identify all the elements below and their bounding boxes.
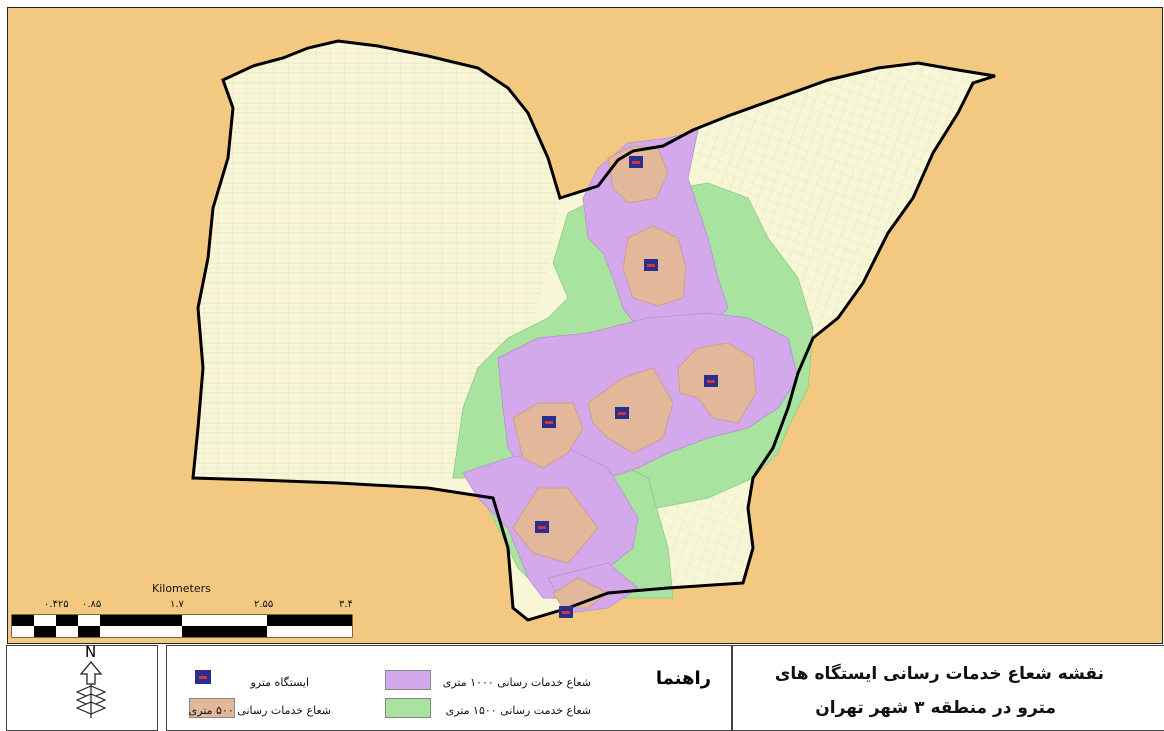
scale-tick-label: ۲.۵۵ (254, 599, 274, 610)
metro-stations[interactable] (535, 156, 718, 618)
legend-label-1000: شعاع خدمات رسانی ۱۰۰۰ متری (442, 676, 591, 689)
scale-unit-label: Kilometers (152, 582, 211, 595)
street-network (193, 41, 560, 483)
map-title-line2: مترو در منطقه ۳ شهر تهران (815, 698, 1056, 718)
scale-segment (100, 626, 182, 637)
legend-label-metro-station: ایستگاه مترو (250, 676, 309, 689)
metro-station-icon[interactable] (535, 521, 549, 533)
scale-tick-label: ۱.۷ (170, 599, 184, 610)
title-box: نقشه شعاع خدمات رسانی ایستگاه های مترو د… (732, 645, 1164, 731)
legend-label-1500: شعاع خدمت رسانی ۱۵۰۰ متری (445, 704, 591, 717)
scale-segment (182, 615, 267, 626)
legend-box: راهنما ایستگاه مترو شعاع خدمات رسانی ۵۰۰… (166, 645, 732, 731)
map-title-line1: نقشه شعاع خدمات رسانی ایستگاه های (774, 664, 1104, 684)
scale-segment (34, 626, 56, 637)
scale-tick-label: ۰.۸۵ (82, 599, 102, 610)
legend-swatch-500 (189, 698, 235, 718)
metro-station-icon[interactable] (629, 156, 643, 168)
legend-panel: N راهنما ایستگاه مترو شعاع خدمات رسانی ۵… (0, 643, 1164, 731)
district-boundary (191, 39, 996, 622)
street-network-south (648, 478, 753, 588)
north-arrow-icon (75, 660, 107, 718)
street-network-east (693, 63, 995, 338)
legend-swatch-1000 (385, 670, 431, 690)
north-letter: N (85, 643, 97, 661)
metro-station-icon[interactable] (615, 407, 629, 419)
map-canvas[interactable] (8, 8, 1162, 643)
legend-metro-station-icon (195, 670, 211, 684)
scale-segment (34, 615, 56, 626)
metro-station-icon[interactable] (542, 416, 556, 428)
scale-tick-label: ۰ (8, 599, 9, 610)
scale-segment (56, 626, 78, 637)
scale-bar (11, 614, 353, 638)
scale-tick-label: ۳.۴ (339, 599, 353, 610)
legend-swatch-1500 (385, 698, 431, 718)
scale-segment (12, 626, 34, 637)
metro-station-icon[interactable] (644, 259, 658, 271)
map-frame[interactable]: Kilometers ۰ ۰.۴۲۵ ۰.۸۵ ۱.۷ ۲.۵۵ ۳.۴ (7, 7, 1163, 644)
scale-segment (12, 615, 34, 626)
metro-station-icon[interactable] (704, 375, 718, 387)
scale-segment (267, 626, 352, 637)
scale-segment (267, 615, 352, 626)
legend-label-500: شعاع خدمات رسانی ۵۰۰ متری (188, 704, 331, 717)
north-arrow-box: N (6, 643, 158, 731)
scale-segment (56, 615, 78, 626)
scale-segment (78, 615, 100, 626)
scale-tick-label: ۰.۴۲۵ (44, 599, 69, 610)
scale-segment (78, 626, 100, 637)
metro-station-icon[interactable] (559, 606, 573, 618)
legend-heading: راهنما (655, 668, 711, 689)
scale-segment (182, 626, 267, 637)
scale-segment (100, 615, 182, 626)
